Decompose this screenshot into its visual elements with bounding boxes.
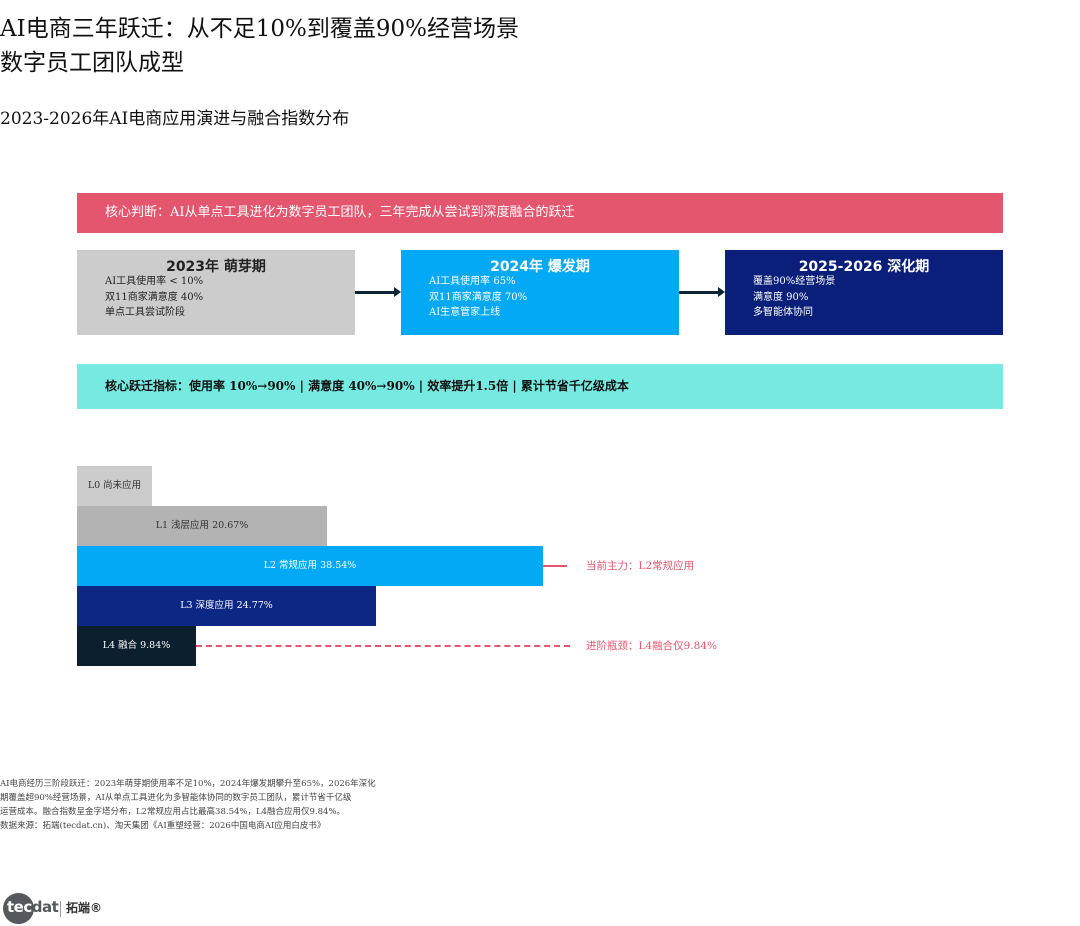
stage-item: AI生意管家上线 bbox=[429, 307, 501, 318]
logo-wordmark: tecdat bbox=[7, 898, 59, 916]
stage-card-2023: 2023年 萌芽期 AI工具使用率 < 10% 双11商家满意度 40% 单点工… bbox=[77, 250, 355, 335]
logo-mark-a: tec bbox=[7, 898, 32, 916]
stage-item: 覆盖90%经营场景 bbox=[753, 276, 836, 287]
title-line-1: AI电商三年跃迁：从不足10%到覆盖90%经营场景 bbox=[0, 16, 519, 42]
stage-title: 2023年 萌芽期 bbox=[166, 259, 266, 275]
core-judgement-banner: 核心判断：AI从单点工具进化为数字员工团队，三年完成从尝试到深度融合的跃迁 bbox=[77, 193, 1003, 233]
note-line: 运营成本。融合指数呈金字塔分布，L2常规应用占比最高38.54%，L4融合应用仅… bbox=[0, 807, 346, 817]
funnel-bar-l1: L1 浅层应用 20.67% bbox=[77, 506, 327, 546]
stage-arrow-2 bbox=[679, 287, 725, 297]
stage-items: AI工具使用率 65% 双11商家满意度 70% AI生意管家上线 bbox=[429, 274, 527, 321]
note-line: 数据来源：拓端(tecdat.cn)、淘天集团《AI重塑经营：2026中国电商A… bbox=[0, 821, 326, 831]
logo-separator bbox=[60, 901, 61, 917]
stage-item: 单点工具尝试阶段 bbox=[105, 307, 185, 318]
stage-title: 2025-2026 深化期 bbox=[798, 259, 930, 275]
logo-mark-b: dat bbox=[31, 898, 59, 916]
title-line-2: 数字员工团队成型 bbox=[0, 50, 184, 76]
annotation-leader-1 bbox=[543, 565, 567, 567]
core-metrics-banner: 核心跃迁指标：使用率 10%→90% | 满意度 40%→90% | 效率提升1… bbox=[77, 364, 1003, 409]
logo-brand-cn: 拓端® bbox=[66, 901, 103, 915]
stage-item: AI工具使用率 65% bbox=[429, 276, 516, 287]
stage-arrow-1 bbox=[355, 287, 401, 297]
stage-item: 多智能体协同 bbox=[753, 307, 813, 318]
chart-subtitle: 2023-2026年AI电商应用演进与融合指数分布 bbox=[0, 109, 350, 129]
annotation-leader-2 bbox=[196, 645, 570, 647]
note-line: 期覆盖超90%经营场景，AI从单点工具进化为多智能体协同的数字员工团队，累计节省… bbox=[0, 793, 352, 803]
stage-card-2024: 2024年 爆发期 AI工具使用率 65% 双11商家满意度 70% AI生意管… bbox=[401, 250, 679, 335]
annotation-label-2: 进阶瓶颈：L4融合仅9.84% bbox=[586, 640, 718, 652]
funnel-bar-l0: L0 尚未应用 6.18% bbox=[77, 466, 152, 531]
funnel-bar-l2: L2 常规应用 38.54% bbox=[77, 546, 543, 586]
stage-card-2025-2026: 2025-2026 深化期 覆盖90%经营场景 满意度 90% 多智能体协同 bbox=[725, 250, 1003, 335]
chart-title: AI电商三年跃迁：从不足10%到覆盖90%经营场景 数字员工团队成型 bbox=[0, 12, 519, 80]
stage-item: AI工具使用率 < 10% bbox=[105, 276, 204, 287]
annotation-label-1: 当前主力：L2常规应用 bbox=[586, 560, 695, 572]
funnel-bar-l4: L4 融合 9.84% bbox=[77, 626, 196, 666]
stage-item: 双11商家满意度 70% bbox=[429, 291, 528, 303]
stage-item: 满意度 90% bbox=[753, 291, 809, 303]
stage-items: 覆盖90%经营场景 满意度 90% 多智能体协同 bbox=[753, 274, 835, 321]
funnel-bar-l3: L3 深度应用 24.77% bbox=[77, 586, 376, 626]
stage-items: AI工具使用率 < 10% 双11商家满意度 40% 单点工具尝试阶段 bbox=[105, 274, 203, 321]
stage-title: 2024年 爆发期 bbox=[490, 259, 590, 275]
chart-note: AI电商经历三阶段跃迁：2023年萌芽期使用率不足10%，2024年爆发期攀升至… bbox=[0, 777, 400, 833]
note-line: AI电商经历三阶段跃迁：2023年萌芽期使用率不足10%，2024年爆发期攀升至… bbox=[0, 779, 376, 789]
logo-circle bbox=[3, 893, 34, 924]
stage-item: 双11商家满意度 40% bbox=[105, 291, 204, 303]
